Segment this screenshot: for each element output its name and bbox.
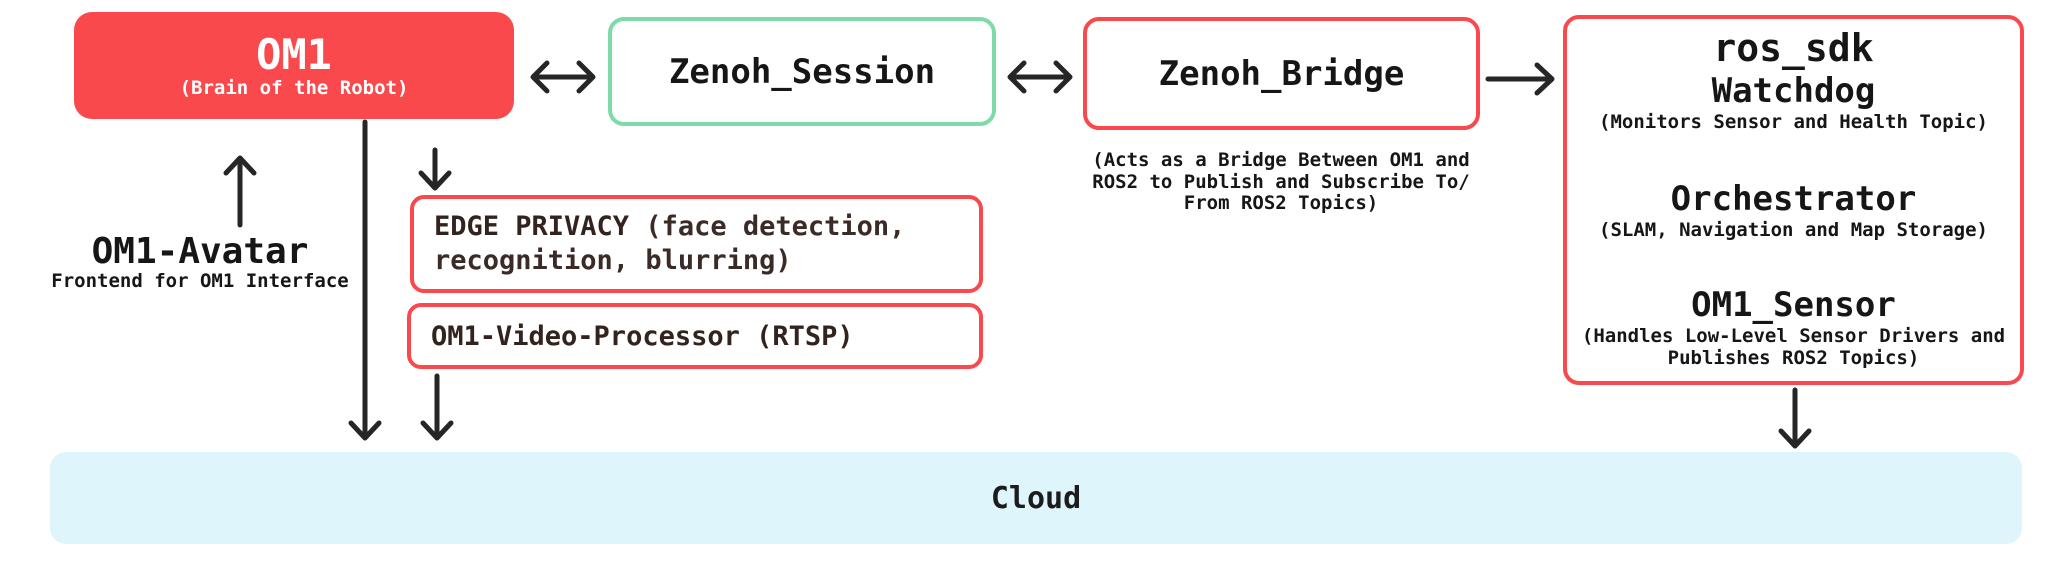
zenoh-bridge-node: Zenoh_Bridge	[1083, 17, 1480, 130]
video-processor-label: OM1-Video-Processor (RTSP)	[431, 320, 854, 352]
edge-privacy-label-bold: EDGE PRIVACY	[434, 211, 630, 242]
om1-avatar-subtitle: Frontend for OM1 Interface	[51, 270, 349, 292]
om1-node: OM1 (Brain of the Robot)	[74, 12, 514, 119]
arrow-om1-zenoh-session	[530, 60, 596, 94]
ros-sdk-component-watchdog-desc: (Monitors Sensor and Health Topic)	[1599, 111, 1988, 133]
edge-privacy-label-rest: (face detection, recognition, blurring)	[434, 211, 906, 276]
arrow-zenoh-session-zenoh-bridge	[1007, 60, 1073, 94]
ros-sdk-component-orchestrator: Orchestrator	[1670, 179, 1917, 219]
video-processor-node: OM1-Video-Processor (RTSP)	[407, 303, 983, 369]
om1-subtitle: (Brain of the Robot)	[179, 76, 409, 99]
arrow-ros-sdk-cloud	[1778, 387, 1812, 449]
cloud-node: Cloud	[50, 452, 2022, 544]
arrow-zenoh-bridge-ros-sdk	[1485, 62, 1555, 96]
zenoh-bridge-title: Zenoh_Bridge	[1158, 53, 1405, 94]
edge-privacy-label: EDGE PRIVACY (face detection, recognitio…	[434, 210, 979, 278]
ros-sdk-component-orchestrator-desc: (SLAM, Navigation and Map Storage)	[1599, 219, 1988, 241]
zenoh-bridge-caption: (Acts as a Bridge Between OM1 and ROS2 t…	[1041, 149, 1521, 215]
zenoh-session-title: Zenoh_Session	[668, 51, 936, 92]
zenoh-bridge-caption-line: ROS2 to Publish and Subscribe To/	[1092, 170, 1470, 193]
arrow-om1-avatar-om1	[223, 155, 257, 228]
ros-sdk-component-om1-sensor-desc: (Handles Low-Level Sensor Drivers and Pu…	[1581, 325, 2006, 369]
zenoh-bridge-caption-line: (Acts as a Bridge Between OM1 and	[1092, 149, 1470, 171]
arrow-video-processor-cloud	[420, 373, 454, 441]
cloud-label: Cloud	[990, 480, 1082, 516]
ros-sdk-component-watchdog: Watchdog	[1711, 71, 1876, 111]
edge-privacy-node: EDGE PRIVACY (face detection, recognitio…	[410, 195, 983, 293]
om1-title: OM1	[256, 29, 332, 79]
zenoh-session-node: Zenoh_Session	[608, 17, 996, 126]
om1-avatar-title: OM1-Avatar	[91, 231, 309, 272]
arrow-om1-edge-privacy	[418, 147, 452, 191]
ros-sdk-component-om1-sensor: OM1_Sensor	[1691, 285, 1896, 325]
om1-avatar-label: OM1-Avatar Frontend for OM1 Interface	[35, 233, 365, 292]
zenoh-bridge-caption-line: From ROS2 Topics)	[1183, 192, 1379, 214]
ros-sdk-title: ros_sdk	[1713, 26, 1874, 70]
ros-sdk-node: ros_sdk Watchdog (Monitors Sensor and He…	[1563, 15, 2024, 385]
arrow-om1-cloud	[348, 119, 382, 441]
